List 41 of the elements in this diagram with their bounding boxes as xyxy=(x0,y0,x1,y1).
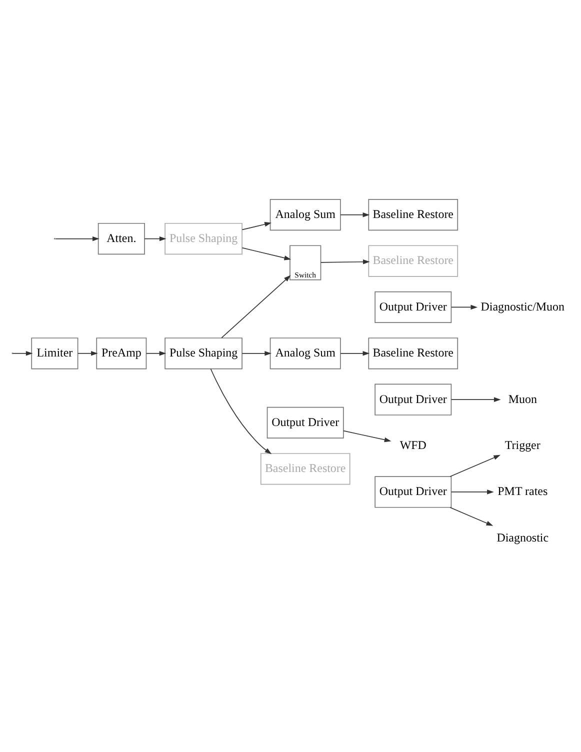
node-box: Limiter xyxy=(31,337,78,369)
node-box: Switch xyxy=(290,244,322,280)
arrow xyxy=(340,350,370,356)
arrow xyxy=(343,430,392,442)
node-box: Baseline Restore xyxy=(260,452,350,484)
node-text: WFD xyxy=(400,437,426,452)
node-box: Baseline Restore xyxy=(368,198,458,230)
node-box: Analog Sum xyxy=(270,198,341,230)
arrow xyxy=(78,350,98,356)
node-box: Pulse Shaping xyxy=(164,337,242,369)
arrow xyxy=(146,350,166,356)
arrow xyxy=(320,258,370,264)
arrow xyxy=(450,396,501,402)
node-text: PMT rates xyxy=(498,484,548,498)
arrow xyxy=(210,368,272,454)
node-box: Atten. xyxy=(98,222,145,254)
node-box: Output Driver xyxy=(374,383,452,415)
node-text: Diagnostic/Muon xyxy=(480,298,565,313)
node-box: Output Driver xyxy=(266,406,344,438)
arrow xyxy=(242,221,272,230)
arrow xyxy=(450,304,478,310)
arrow xyxy=(242,350,272,356)
arrow xyxy=(450,506,494,526)
arrow xyxy=(340,212,370,217)
node-box: Pulse Shaping xyxy=(164,222,242,254)
node-box: Output Driver xyxy=(374,476,452,508)
node-box: Baseline Restore xyxy=(368,244,458,276)
node-box: PreAmp xyxy=(96,337,147,369)
node-text: Diagnostic xyxy=(496,530,549,544)
node-box: Analog Sum xyxy=(270,337,341,369)
arrow xyxy=(221,274,291,338)
arrow xyxy=(144,236,166,241)
arrow xyxy=(450,454,501,476)
node-text: Muon xyxy=(508,391,537,406)
arrow xyxy=(55,236,100,241)
arrow xyxy=(12,350,33,356)
node-box: Baseline Restore xyxy=(368,337,458,369)
node-text: Trigger xyxy=(504,437,540,452)
arrow xyxy=(450,489,494,494)
arrow xyxy=(242,246,292,260)
node-box: Output Driver xyxy=(374,290,452,323)
